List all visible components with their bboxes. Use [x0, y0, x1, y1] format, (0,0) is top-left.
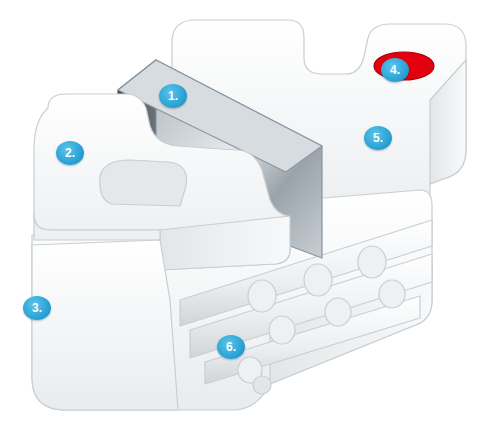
callout-number: 3.: [23, 296, 51, 320]
callout-number: 5.: [364, 126, 392, 150]
callout-number: 6.: [217, 335, 245, 359]
callout-number: 4.: [381, 58, 409, 82]
callout-number: 2.: [56, 141, 84, 165]
callout-number: 1.: [159, 84, 187, 108]
